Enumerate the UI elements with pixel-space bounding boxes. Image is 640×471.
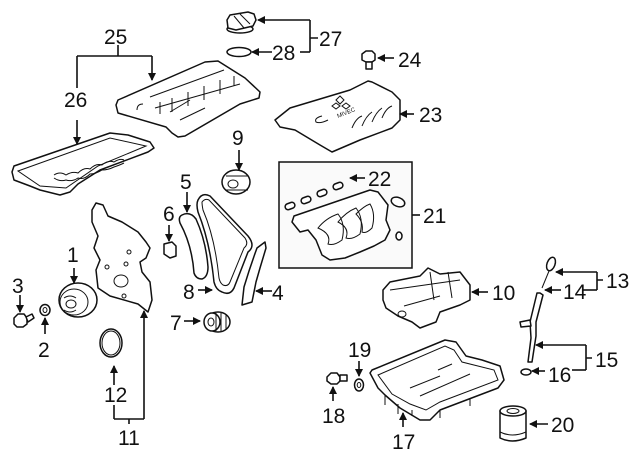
- cover-bolt-group[interactable]: 24: [361, 49, 422, 72]
- callout-20[interactable]: 20: [551, 414, 574, 437]
- callout-24[interactable]: 24: [398, 49, 422, 72]
- callout-8[interactable]: 8: [183, 281, 195, 304]
- drain-gasket-group[interactable]: 19: [348, 339, 371, 392]
- camshaft-sprocket-group[interactable]: 9: [221, 127, 251, 195]
- callout-18[interactable]: 18: [322, 405, 345, 428]
- timing-chain-group[interactable]: 8: [183, 193, 253, 304]
- crankshaft-sprocket[interactable]: [203, 311, 231, 333]
- callout-23[interactable]: 23: [419, 104, 442, 127]
- intake-manifold[interactable]: [291, 189, 391, 261]
- callout-27[interactable]: 27: [319, 28, 342, 51]
- intake-manifold-group[interactable]: 22 21: [278, 161, 446, 269]
- manifold-o-ring[interactable]: [390, 195, 406, 208]
- callout-7[interactable]: 7: [170, 312, 182, 335]
- engine-cover-group[interactable]: MIVEC 23: [274, 80, 442, 153]
- callout-2[interactable]: 2: [38, 339, 50, 362]
- pulley-bolt[interactable]: [13, 313, 35, 328]
- callout-17[interactable]: 17: [392, 431, 415, 454]
- crankshaft-pulley-group[interactable]: 1: [58, 244, 98, 318]
- callout-25[interactable]: 25: [104, 26, 127, 49]
- manifold-plug[interactable]: [395, 231, 403, 241]
- timing-chain[interactable]: [196, 193, 253, 295]
- cover-bolt[interactable]: [361, 50, 376, 70]
- tensioner-arm[interactable]: [178, 212, 209, 280]
- callout-9[interactable]: 9: [232, 127, 244, 150]
- callout-11[interactable]: 11: [118, 427, 140, 450]
- chain-guide[interactable]: [241, 241, 267, 306]
- engine-cover[interactable]: MIVEC: [274, 80, 401, 153]
- crankshaft-pulley[interactable]: [58, 282, 98, 318]
- drain-plug-gasket[interactable]: [353, 378, 365, 392]
- callout-15[interactable]: 15: [595, 349, 618, 372]
- callout-10[interactable]: 10: [492, 282, 515, 305]
- callout-leader-25: [77, 45, 152, 57]
- oil-filler-cap[interactable]: [226, 11, 257, 34]
- oil-filler-cap-group[interactable]: 27 28: [226, 11, 342, 65]
- chain-tensioner-group[interactable]: 6: [163, 203, 177, 259]
- dipstick-group[interactable]: 13 14: [541, 256, 629, 304]
- oil-pan[interactable]: [369, 339, 505, 421]
- callout-26[interactable]: 26: [64, 89, 87, 112]
- valve-cover-gasket[interactable]: [11, 132, 155, 196]
- drain-plug[interactable]: [326, 372, 348, 385]
- tube-o-ring[interactable]: [520, 368, 532, 376]
- oil-pan-group[interactable]: 17: [369, 339, 505, 454]
- crankshaft-sprocket-group[interactable]: 7: [170, 311, 231, 335]
- callout-6[interactable]: 6: [163, 203, 175, 226]
- front-seal[interactable]: [99, 328, 123, 358]
- oil-pump-balancer[interactable]: [382, 267, 471, 329]
- camshaft-sprocket[interactable]: [221, 169, 251, 195]
- callout-14[interactable]: 14: [563, 281, 587, 304]
- dipstick-tube-group[interactable]: 15 16: [519, 292, 618, 387]
- callout-3[interactable]: 3: [12, 275, 24, 298]
- callout-1[interactable]: 1: [67, 244, 79, 267]
- oil-filter-group[interactable]: 20: [499, 405, 574, 442]
- manifold-gaskets[interactable]: [284, 181, 344, 211]
- chain-guide-group[interactable]: 4: [241, 241, 284, 306]
- callout-28[interactable]: 28: [272, 42, 295, 65]
- callout-16[interactable]: 16: [548, 364, 571, 387]
- valve-cover-assembly-group[interactable]: 25 26: [11, 26, 261, 196]
- chain-tensioner[interactable]: [163, 241, 177, 259]
- callout-5[interactable]: 5: [180, 171, 192, 194]
- dipstick-tube[interactable]: [527, 292, 544, 363]
- callout-21[interactable]: 21: [423, 205, 446, 228]
- oil-pump-group[interactable]: 10: [382, 267, 515, 329]
- tensioner-arm-group[interactable]: 5: [178, 171, 209, 280]
- dipstick[interactable]: [541, 256, 557, 289]
- callout-13[interactable]: 13: [606, 270, 629, 293]
- filler-cap-seal[interactable]: [226, 46, 252, 58]
- oil-filter[interactable]: [499, 405, 527, 442]
- timing-cover[interactable]: [91, 202, 153, 313]
- pulley-bolt-group[interactable]: 3: [12, 275, 35, 328]
- callout-12[interactable]: 12: [104, 384, 127, 407]
- valve-cover[interactable]: [115, 60, 261, 138]
- callout-19[interactable]: 19: [348, 339, 371, 362]
- callout-22[interactable]: 22: [368, 168, 391, 191]
- callout-4[interactable]: 4: [272, 282, 284, 305]
- washer-group[interactable]: 2: [38, 303, 51, 363]
- washer[interactable]: [39, 303, 51, 317]
- drain-plug-group[interactable]: 18: [322, 372, 348, 428]
- timing-cover-group[interactable]: 12 11: [91, 202, 153, 450]
